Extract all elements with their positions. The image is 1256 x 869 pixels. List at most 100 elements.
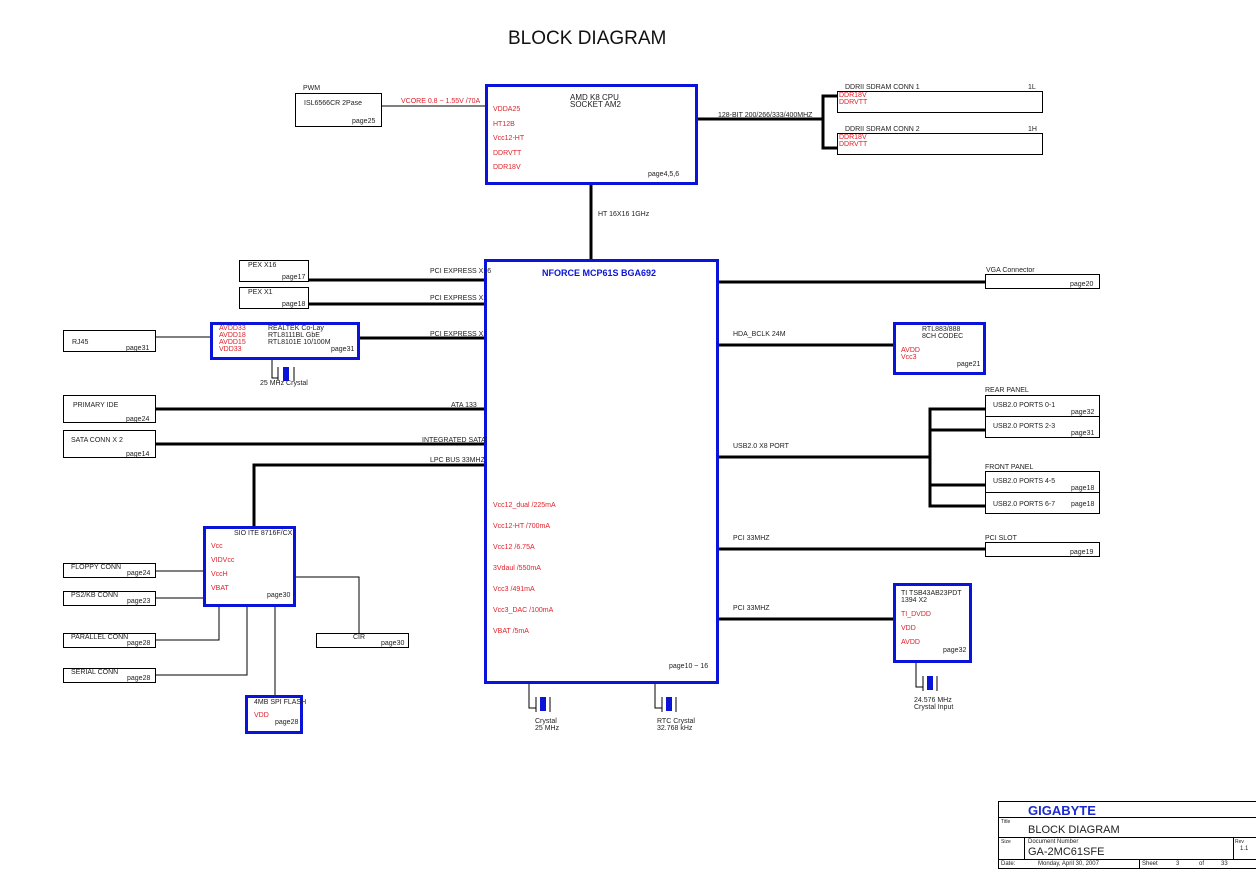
- usb-port-6-7[interactable]: USB2.0 PORTS 6-7 page18: [985, 492, 1100, 514]
- cpu-rail: Vcc12-HT: [493, 135, 525, 142]
- pci-slot-label: PCI SLOT: [985, 535, 1017, 542]
- ddr-conn-2[interactable]: DDR18V DDRVTT: [837, 133, 1043, 155]
- cpu-page: page4,5,6: [648, 171, 680, 178]
- doc-number: GA-2MC61SFE: [1028, 846, 1105, 858]
- block-page: page30: [381, 640, 405, 647]
- block-page: page23: [127, 598, 151, 605]
- mcp-rail: Vcc12-HT /700mA: [493, 523, 551, 530]
- sio-rail: VBAT: [211, 585, 229, 592]
- block-page: page31: [331, 346, 355, 353]
- wire-serial: [155, 606, 248, 676]
- crystal-icon: [927, 676, 933, 690]
- sata-block[interactable]: SATA CONN X 2 page14: [63, 430, 156, 458]
- pwm-part: ISL6566CR 2Pase: [304, 100, 362, 107]
- ieee-rail: TI_DVDD: [901, 611, 931, 618]
- link-label: ATA 133: [451, 402, 477, 409]
- block-page: page17: [282, 274, 306, 281]
- block-name: SATA CONN X 2: [71, 437, 123, 444]
- ps2-conn[interactable]: PS2/KB CONN page23: [63, 591, 156, 606]
- usb-port-4-5[interactable]: USB2.0 PORTS 4-5 page18: [985, 471, 1100, 493]
- ddr-conn-name: DDRII SDRAM CONN 2: [845, 126, 920, 133]
- size-label: Size: [1001, 839, 1011, 845]
- link-label: PCI 33MHZ: [733, 535, 770, 542]
- block-name: SERIAL CONN: [71, 669, 119, 676]
- sheet-total: 33: [1221, 861, 1228, 867]
- cpu-block[interactable]: AMD K8 CPU SOCKET AM2 VDDA25 HT12B Vcc12…: [485, 84, 698, 185]
- cpu-name-2: SOCKET AM2: [570, 100, 621, 109]
- block-page: page31: [126, 345, 150, 352]
- pci-slot-block[interactable]: page19: [985, 542, 1100, 557]
- link-label: PCI EXPRESS X16: [430, 268, 492, 275]
- vga-label: VGA Connector: [986, 267, 1035, 274]
- flash-rail: VDD: [254, 712, 269, 719]
- block-name: PS2/KB CONN: [71, 592, 119, 599]
- pex16-block[interactable]: PEX X16 page17: [239, 260, 309, 282]
- lan-rail: VDD33: [219, 346, 242, 353]
- cir-block[interactable]: CIR page30: [316, 633, 409, 648]
- pwm-header: PWM: [303, 85, 321, 92]
- wire-parallel: [155, 606, 220, 641]
- wire-usb-split: [928, 407, 986, 508]
- sio-rail: VIDVcc: [211, 557, 235, 564]
- lan-line: RTL8101E 10/100M: [268, 339, 331, 346]
- block-page: page19: [1070, 549, 1094, 556]
- lan-block[interactable]: AVDD33 AVDD18 AVDD15 VDD33 REALTEK Co-La…: [210, 322, 360, 360]
- sio-name: SIO ITE 8716F/CX: [234, 530, 293, 537]
- ieee-line: TI TSB43AB23PDT: [901, 590, 962, 597]
- block-name: USB2.0 PORTS 2-3: [993, 423, 1056, 430]
- floppy-conn[interactable]: FLOPPY CONN page24: [63, 563, 156, 578]
- mcp-rail: Vcc3_DAC /100mA: [493, 607, 554, 614]
- block-page: page24: [127, 570, 151, 577]
- ieee-rail: VDD: [901, 625, 916, 632]
- crystal-label: 25 MHz Crystal: [260, 380, 308, 387]
- lan-line: REALTEK Co-Lay: [268, 325, 324, 332]
- codec-line: 8CH CODEC: [922, 333, 964, 340]
- usb-port-0-1[interactable]: USB2.0 PORTS 0-1 page32: [985, 395, 1100, 417]
- usb-port-2-3[interactable]: USB2.0 PORTS 2-3 page31: [985, 416, 1100, 438]
- block-name: 4MB SPI FLASH: [254, 699, 307, 706]
- block-page: page28: [275, 719, 299, 726]
- of-label: of: [1199, 861, 1205, 867]
- ide-block[interactable]: PRIMARY IDE page24: [63, 395, 156, 423]
- ieee1394-block[interactable]: TI TSB43AB23PDT 1394 X2 TI_DVDD VDD AVDD…: [893, 583, 972, 663]
- date-label: Date:: [1001, 861, 1016, 867]
- block-page: page18: [1071, 501, 1095, 508]
- sio-block[interactable]: SIO ITE 8716F/CX Vcc VIDVcc VccH VBAT pa…: [203, 526, 296, 607]
- ddr-rail: DDRVTT: [839, 141, 868, 148]
- link-label: USB2.0 X8 PORT: [733, 443, 789, 450]
- cpu-rail: DDRVTT: [493, 150, 522, 157]
- spi-flash-block[interactable]: 4MB SPI FLASH VDD page28: [245, 695, 307, 734]
- mcp-block[interactable]: NFORCE MCP61S BGA692 Vcc12_dual /225mA V…: [484, 259, 719, 684]
- pwm-block[interactable]: ISL6566CR 2Pase page25: [295, 93, 382, 127]
- mcp-rail: Vcc3 /491mA: [493, 586, 535, 593]
- title-block: GIGABYTE Title BLOCK DIAGRAM Size Docume…: [998, 801, 1256, 869]
- crystal-icon: [283, 367, 289, 381]
- ddr-conn-1[interactable]: DDR18V DDRVTT: [837, 91, 1043, 113]
- block-page: page24: [126, 416, 150, 423]
- pwm-page: page25: [352, 118, 376, 125]
- mcp-page: page10 ~ 16: [669, 663, 709, 670]
- vga-block[interactable]: page20: [985, 274, 1100, 289]
- date-value: Monday, April 30, 2007: [1038, 861, 1099, 867]
- rj45-block[interactable]: RJ45 page31: [63, 330, 156, 352]
- company-name: GIGABYTE: [1028, 803, 1096, 818]
- block-name: PEX X1: [248, 289, 273, 296]
- pex1-block[interactable]: PEX X1 page18: [239, 287, 309, 309]
- sio-rail: Vcc: [211, 543, 223, 550]
- codec-block[interactable]: RTL883/888 8CH CODEC AVDD Vcc3 page21: [893, 322, 986, 375]
- lan-rail: AVDD15: [219, 339, 246, 346]
- cpu-rail: HT12B: [493, 121, 515, 128]
- codec-rail: Vcc3: [901, 354, 917, 361]
- block-name: PEX X16: [248, 262, 277, 269]
- mcp-rail: VBAT /5mA: [493, 628, 529, 635]
- wire-lpc: [252, 463, 485, 527]
- link-label: PCI EXPRESS X1: [430, 295, 488, 302]
- serial-conn[interactable]: SERIAL CONN page28: [63, 668, 156, 683]
- ieee-line: 1394 X2: [901, 597, 928, 604]
- vcore-link-label: VCORE 0.8 ~ 1.55V /70A: [401, 98, 481, 105]
- parallel-conn[interactable]: PARALLEL CONN page28: [63, 633, 156, 648]
- lan-rail: AVDD18: [219, 332, 246, 339]
- block-page: page32: [1071, 409, 1095, 416]
- page-title: BLOCK DIAGRAM: [508, 28, 667, 49]
